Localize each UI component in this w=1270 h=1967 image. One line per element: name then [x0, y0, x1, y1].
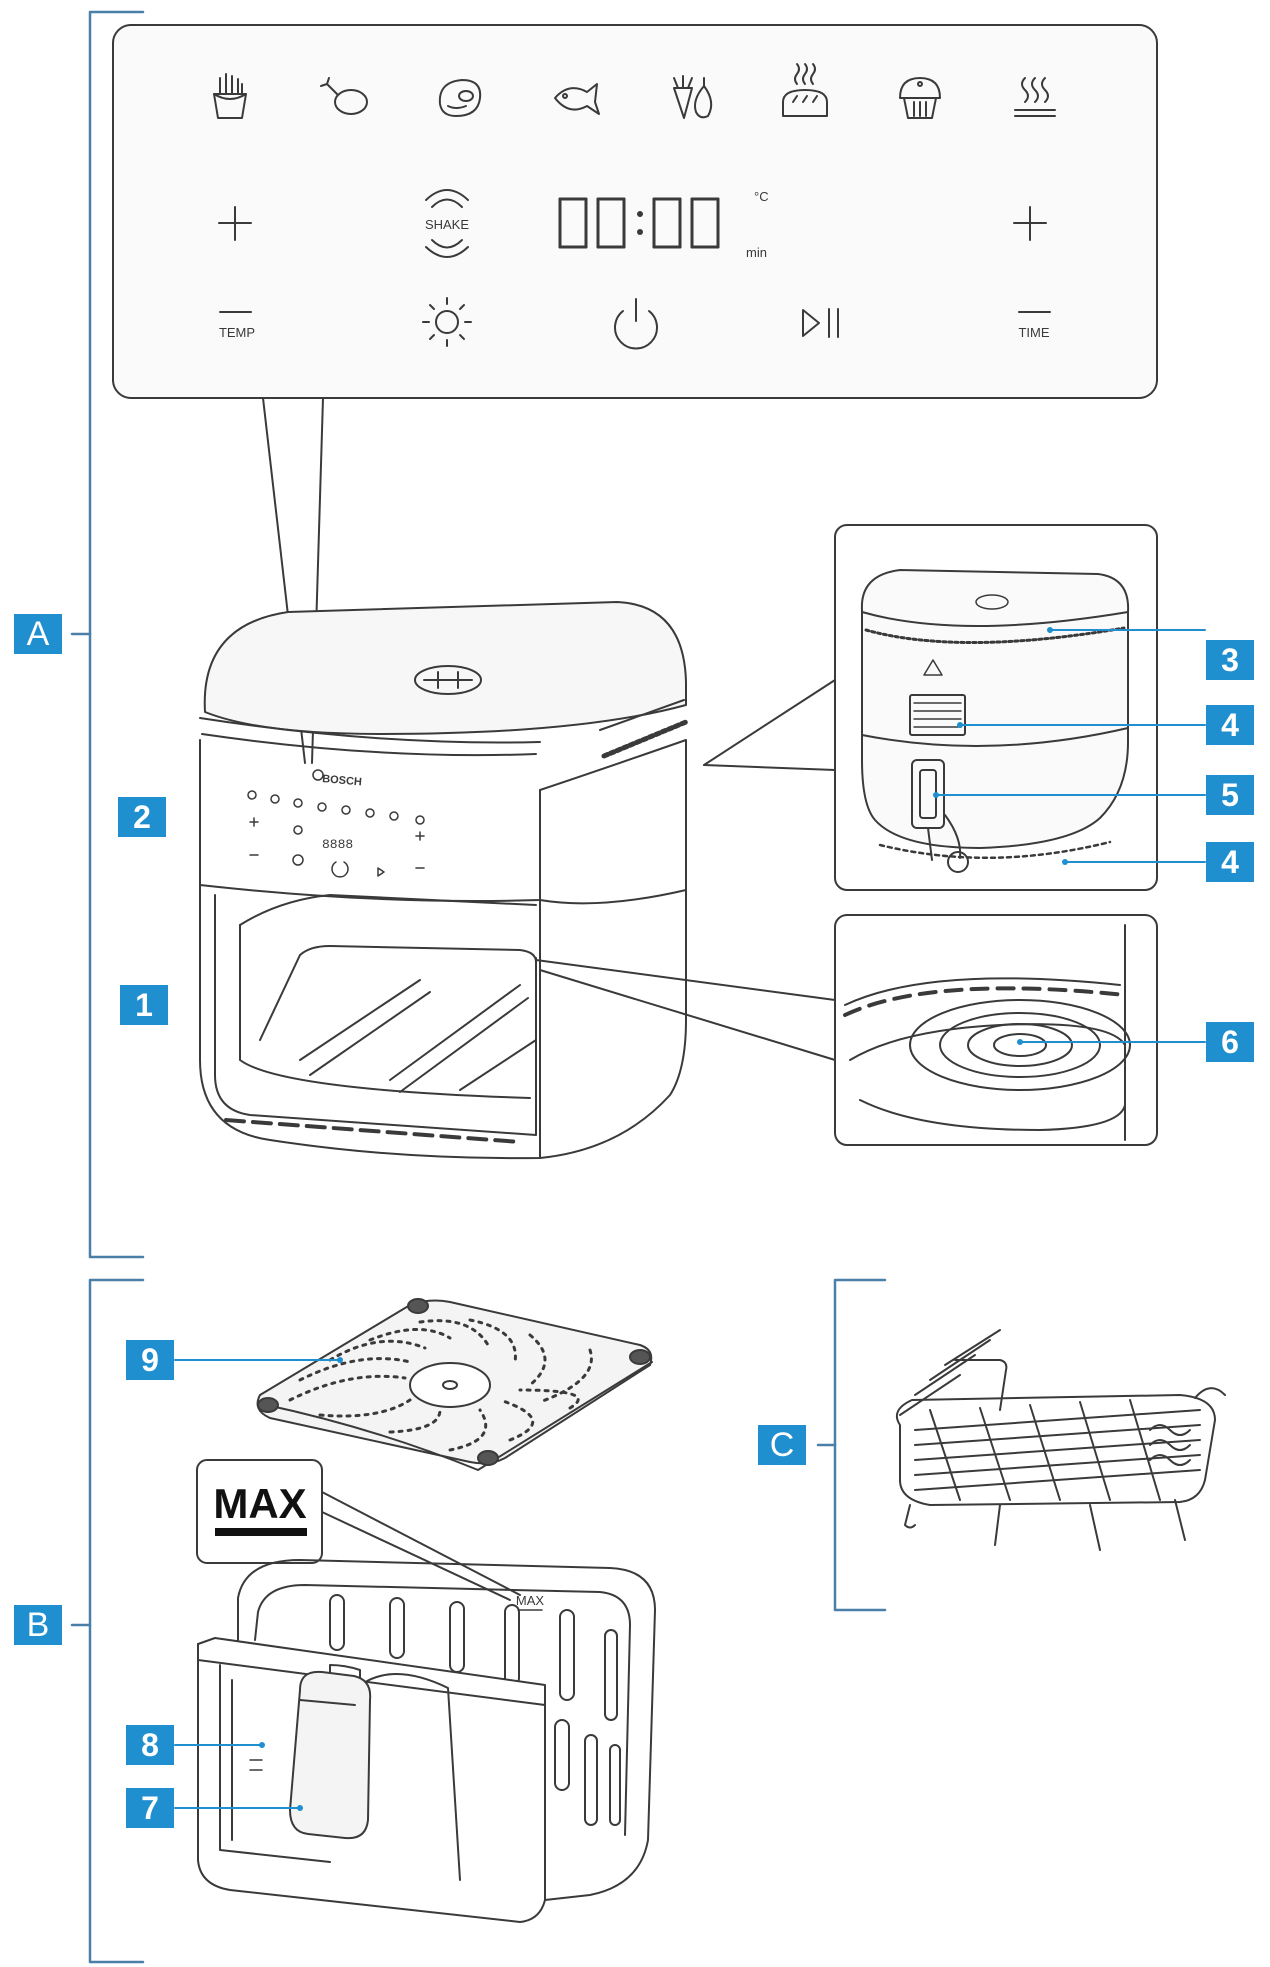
brand-logo: BOSCH: [322, 773, 363, 788]
temp-label: TEMP: [219, 325, 255, 340]
fries-icon: [213, 73, 247, 119]
display-colon: [637, 211, 643, 217]
chicken-leg-icon: [320, 77, 368, 115]
air-fryer-main: 8888 BOSCH: [199, 601, 689, 1160]
steak-icon: [438, 79, 482, 117]
callout-4-upper: 4: [1206, 705, 1254, 745]
display-colon: [637, 229, 643, 235]
fish-icon: [554, 83, 600, 115]
callout-9: 9: [126, 1340, 174, 1380]
max-line-text: MAX: [516, 1593, 545, 1608]
callout-4-lower: 4: [1206, 842, 1254, 882]
callout-6: 6: [1206, 1022, 1254, 1062]
max-badge-text: MAX: [213, 1480, 306, 1527]
bracket-a: [70, 10, 145, 1259]
temp-plus-icon: [218, 206, 252, 241]
group-label-c: C: [758, 1425, 806, 1465]
crisper-plate: [174, 1298, 653, 1471]
callout-5: 5: [1206, 775, 1254, 815]
heating-element-inset: [535, 914, 1206, 1146]
time-label: TIME: [1018, 325, 1049, 340]
mini-panel-icons: [247, 790, 425, 878]
shake-icon: [425, 189, 469, 258]
callout-7: 7: [126, 1788, 174, 1828]
muffin-icon: [899, 77, 941, 119]
control-panel: SHAKE °C min TEMP TIME: [112, 24, 1158, 764]
power-icon: [614, 298, 658, 350]
callout-2: 2: [118, 797, 166, 837]
shake-label: SHAKE: [425, 217, 469, 232]
light-icon: [422, 297, 472, 347]
bracket-c: [816, 1278, 887, 1612]
callout-3: 3: [1206, 640, 1254, 680]
rear-view-inset: [703, 524, 1206, 891]
basket: MAX MAX: [174, 1459, 656, 1923]
callout-1: 1: [120, 985, 168, 1025]
group-label-b: B: [14, 1605, 62, 1645]
wire-rack: [896, 1329, 1226, 1551]
unit-min: min: [746, 245, 767, 260]
group-label-a: A: [14, 614, 62, 654]
seven-segment-display: [558, 197, 720, 249]
bracket-b: [70, 1278, 145, 1964]
steam-icon: [1014, 77, 1056, 117]
time-plus-icon: [1013, 206, 1047, 241]
callout-8: 8: [126, 1725, 174, 1765]
play-pause-icon: [802, 308, 839, 338]
mini-display: 8888: [322, 837, 353, 852]
bread-icon: [782, 63, 828, 117]
unit-celsius: °C: [754, 189, 769, 204]
vegetables-icon: [673, 75, 713, 119]
